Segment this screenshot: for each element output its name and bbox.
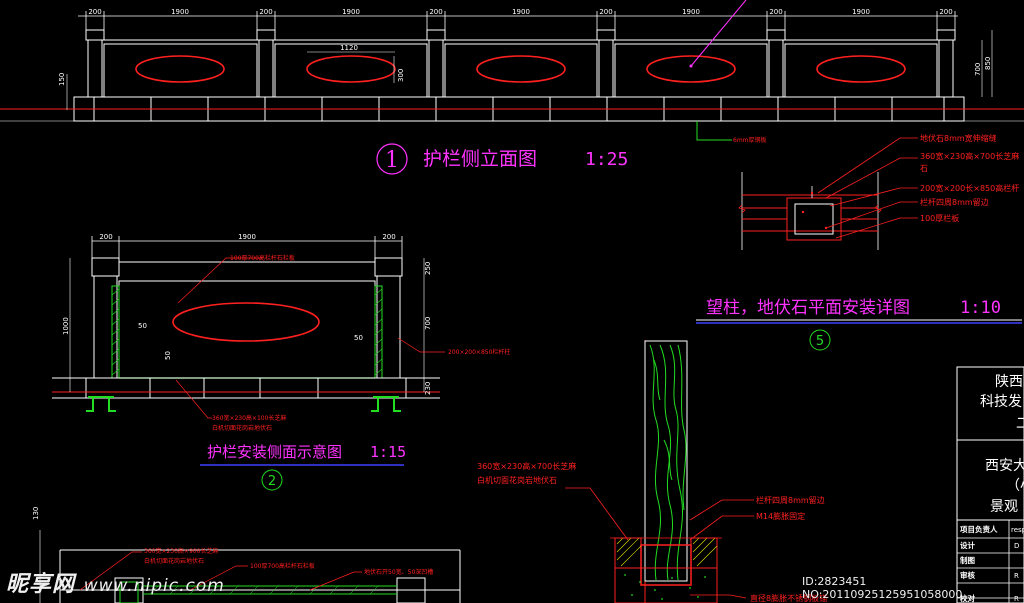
tb-label: 校对 [960, 593, 975, 603]
section-note-base: 360宽×230高×100长芝麻 [212, 414, 286, 422]
tb-label: 项目负责人 [960, 524, 998, 534]
tb-proj: 西安大 [985, 458, 1024, 474]
section-note-post: 200×200×850栏杆柱 [448, 348, 510, 356]
inner-dim: 50 [164, 351, 172, 360]
detail-note: 石 [920, 164, 928, 173]
watermark-brand: 昵享网 www.nipic.com [6, 566, 225, 598]
plan-note: 100厚700高栏杆石栏板 [250, 562, 315, 570]
post-plan-detail: 地伏石8mm宽伸缩缝 360宽×230高×700长芝麻 石 200宽×200长×… [738, 133, 1019, 250]
elevation-leader-note: 6mm厚钢板 [733, 136, 767, 144]
section-title-group: 护栏安装侧面示意图 1:15 2 [200, 443, 406, 491]
elevation-title-group: 1 护栏侧立面图 1:25 [376, 143, 628, 175]
dim-text: 1900 [512, 8, 530, 16]
railing-section: 200 1900 200 [52, 233, 510, 432]
oval-width-dim: 1120 [340, 44, 358, 52]
elevation-title: 护栏侧立面图 [423, 148, 537, 170]
plan-note: 白机切面花岗岩地伏石 [144, 557, 204, 565]
elevation-dim-ticks [85, 11, 956, 30]
elevation-top-dims: 200 1900 200 1900 200 1900 200 1900 200 … [88, 8, 952, 16]
detail-note: 360宽×230高×700长芝麻 [920, 151, 1019, 161]
inner-dim: 50 [354, 334, 363, 342]
dim-text: 200 [599, 8, 612, 16]
watermark-logo-text: 昵享网 [6, 572, 76, 597]
post-note: 栏杆四周8mm留边 [756, 495, 825, 505]
elevation-panels [103, 43, 938, 98]
section-right-dim: 250 [424, 262, 432, 275]
dim-text: 200 [939, 8, 952, 16]
dim-text: 1900 [682, 8, 700, 16]
post-note: 360宽×230高×700长芝麻 [477, 461, 576, 471]
elevation-number: 1 [385, 148, 399, 173]
dim-text: 1900 [342, 8, 360, 16]
detail-title: 望柱，地伏石平面安装详图 [706, 298, 910, 318]
section-note-panel: 100厚700高栏杆石栏板 [230, 254, 295, 262]
title-block: 陕西 科技发 二 西安大 （小 景观 项目负责人 设计 制图 审核 校对 res… [956, 366, 1024, 603]
railing-elevation: 200 1900 200 1900 200 1900 200 1900 200 … [0, 0, 1024, 144]
section-right-dim: 230 [424, 382, 432, 395]
section-right-dim: 700 [424, 317, 432, 330]
dim-text: 200 [259, 8, 272, 16]
tb-label: 审核 [960, 570, 975, 580]
detail-note: 200宽×200长×850高栏杆 [920, 183, 1019, 193]
dim-text: 200 [769, 8, 782, 16]
tb-value: D [1014, 542, 1019, 550]
tb-org: 科技发 [980, 394, 1022, 410]
dim-text: 200 [429, 8, 442, 16]
tb-value: R [1014, 595, 1019, 603]
post-note: M14膨胀固定 [756, 511, 805, 521]
post-note: 直径8膨胀不锈钢板锚 [750, 593, 827, 603]
dim-text: 1900 [238, 233, 256, 241]
detail-title-group: 望柱，地伏石平面安装详图 1:10 5 [696, 298, 1022, 351]
detail-scale: 1:10 [960, 298, 1001, 318]
detail-note: 地伏石8mm宽伸缩缝 [920, 133, 997, 143]
elevation-ovals [135, 55, 906, 83]
plan-dim: 130 [32, 507, 40, 520]
right-dim-b: 850 [984, 57, 992, 70]
railing-plan: 130 360宽×230高×900长芝麻 白机切面花岗岩地伏石 100厚700高… [32, 507, 461, 603]
section-note-base: 白机切面花岗岩地伏石 [212, 424, 272, 432]
watermark-url: www.nipic.com [83, 576, 225, 596]
elevation-scale: 1:25 [585, 149, 628, 170]
tb-label: 设计 [960, 540, 975, 550]
tb-org: 二 [1016, 416, 1024, 432]
detail-note: 栏杆四周8mm留边 [920, 197, 989, 207]
right-dim-a: 700 [974, 63, 982, 76]
section-number: 2 [268, 474, 276, 489]
section-title: 护栏安装侧面示意图 [207, 443, 342, 461]
tb-org: 陕西 [995, 374, 1023, 390]
inner-dim: 50 [138, 322, 147, 330]
left-height-dim: 150 [58, 73, 66, 86]
detail-number: 5 [816, 334, 824, 349]
post-note: 白机切面花岗岩地伏石 [477, 475, 557, 485]
dim-text: 1900 [171, 8, 189, 16]
tb-proj: （小 [1006, 478, 1024, 494]
dim-text: 200 [88, 8, 101, 16]
tb-proj: 景观 [990, 499, 1018, 515]
dim-text: 200 [382, 233, 395, 241]
tb-label: 制图 [960, 555, 975, 565]
detail-note: 100厚栏板 [920, 213, 959, 223]
section-scale: 1:15 [370, 443, 406, 461]
tb-value: resp [1011, 526, 1024, 534]
plan-note: 地伏石开50宽、50深凹槽 [364, 568, 433, 576]
dim-text: 200 [99, 233, 112, 241]
section-left-dim: 1000 [62, 317, 70, 335]
tb-value: R [1014, 572, 1019, 580]
watermark-id: ID:2823451 NO:20110925125951058000 [802, 575, 963, 601]
post-section: 360宽×230高×700长芝麻 白机切面花岗岩地伏石 栏杆四周8mm留边 M1… [477, 340, 827, 603]
oval-height-dim: 300 [397, 69, 405, 82]
dim-text: 1900 [852, 8, 870, 16]
plan-note: 360宽×230高×900长芝麻 [144, 547, 218, 555]
